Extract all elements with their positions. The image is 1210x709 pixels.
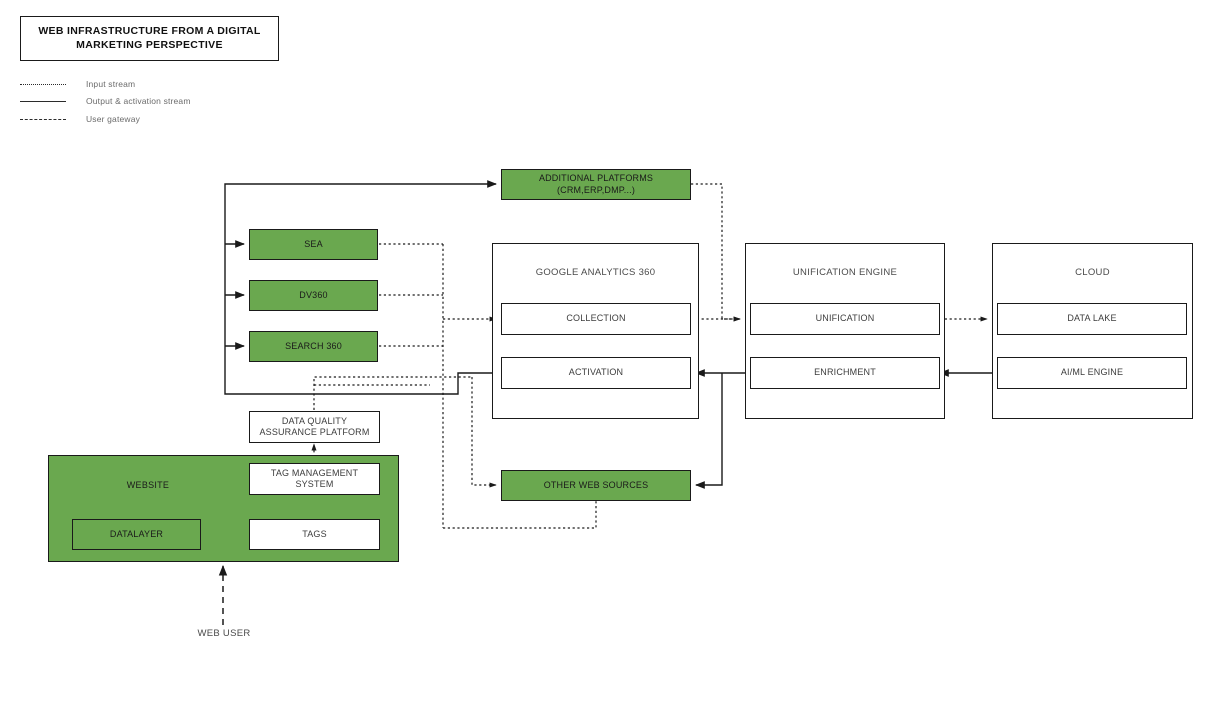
node-sea[interactable]: SEA [249,229,378,260]
legend-item-input-stream: Input stream [20,77,135,91]
node-collection-label: COLLECTION [566,313,626,324]
node-dv360-label: DV360 [299,289,328,300]
group-cloud-title: CLOUD [1075,267,1110,278]
node-additional-platforms-label: ADDITIONAL PLATFORMS(CRM,ERP,DMP...) [538,173,654,195]
node-data-lake[interactable]: DATA LAKE [997,303,1187,335]
node-web-user-label: WEB USER [197,628,251,639]
node-activation-label: ACTIVATION [568,367,624,378]
legend-label-user-gateway: User gateway [86,114,141,124]
node-activation[interactable]: ACTIVATION [501,357,691,389]
legend-item-output-stream: Output & activation stream [20,94,191,108]
node-search360[interactable]: SEARCH 360 [249,331,378,362]
node-aiml-engine[interactable]: AI/ML ENGINE [997,357,1187,389]
node-dv360[interactable]: DV360 [249,280,378,311]
node-tags[interactable]: TAGS [249,519,380,550]
node-enrichment[interactable]: ENRICHMENT [750,357,940,389]
node-datalayer[interactable]: DATALAYER [72,519,201,550]
legend-label-input-stream: Input stream [86,79,136,89]
node-sea-label: SEA [304,238,323,249]
node-collection[interactable]: COLLECTION [501,303,691,335]
node-aiml-engine-label: AI/ML ENGINE [1060,367,1124,378]
group-unification-engine-title: UNIFICATION ENGINE [792,267,898,278]
legend-solid-line-icon [20,100,66,102]
node-other-web-sources-label: OTHER WEB SOURCES [543,479,649,490]
legend-dashed-line-icon [20,118,66,120]
legend-dotted-line-icon [20,83,66,85]
node-search360-label: SEARCH 360 [285,340,342,351]
node-additional-platforms[interactable]: ADDITIONAL PLATFORMS(CRM,ERP,DMP...) [501,169,691,200]
page-title: WEB INFRASTRUCTURE FROM A DIGITAL MARKET… [20,16,279,61]
page-title-text: WEB INFRASTRUCTURE FROM A DIGITAL MARKET… [38,25,261,51]
node-unification[interactable]: UNIFICATION [750,303,940,335]
legend-label-output-stream: Output & activation stream [86,96,191,106]
group-google-analytics-360-title: GOOGLE ANALYTICS 360 [535,267,656,278]
node-tags-label: TAGS [302,528,327,539]
node-other-web-sources[interactable]: OTHER WEB SOURCES [501,470,691,501]
node-enrichment-label: ENRICHMENT [814,367,876,378]
legend-item-user-gateway: User gateway [20,112,140,126]
node-datalayer-label: DATALAYER [109,528,164,539]
node-data-lake-label: DATA LAKE [1067,313,1117,324]
node-unification-label: UNIFICATION [815,313,875,324]
